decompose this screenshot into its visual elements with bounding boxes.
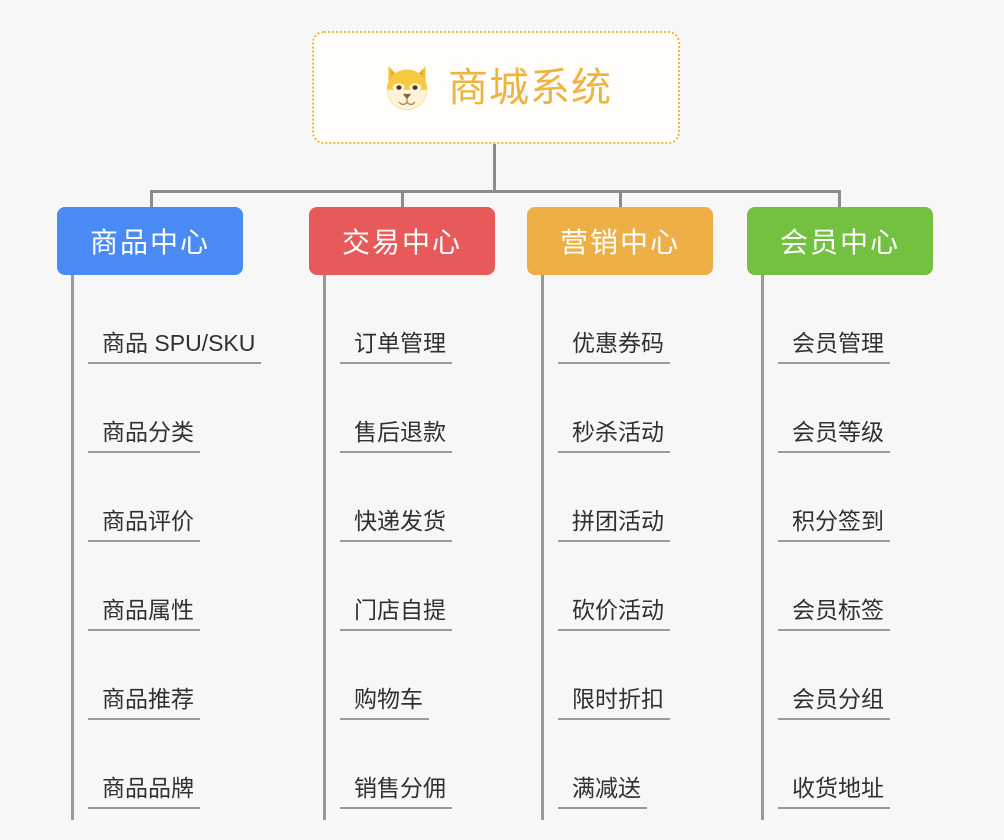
branch-header-trade-center[interactable]: 交易中心 [309, 207, 495, 275]
leaf-label: 售后退款 [340, 419, 452, 453]
leaf-item[interactable]: 会员标签 [764, 542, 890, 631]
leaf-item[interactable]: 商品评价 [74, 453, 200, 542]
leaf-label: 商品 SPU/SKU [88, 330, 262, 364]
leaf-item[interactable]: 商品分类 [74, 364, 200, 453]
branch-header-label: 交易中心 [341, 227, 462, 258]
branch-header-label: 商品中心 [89, 227, 210, 258]
leaf-item[interactable]: 订单管理 [326, 275, 452, 364]
leaf-item[interactable]: 商品 SPU/SKU [74, 275, 262, 364]
branch-header-product-center[interactable]: 商品中心 [57, 207, 243, 275]
leaf-label: 快递发货 [340, 508, 452, 542]
branch-trade-center: 交易中心 订单管理 售后退款 快递发货 门店自提 购物车 销售分佣 [309, 207, 495, 820]
branch-spine-member-center: 会员管理 会员等级 积分签到 会员标签 会员分组 收货地址 [761, 275, 933, 820]
leaf-label: 会员等级 [778, 419, 890, 453]
connector-horizontal-bus [150, 190, 840, 193]
leaf-label: 会员管理 [778, 330, 890, 364]
leaf-item[interactable]: 商品推荐 [74, 631, 200, 720]
leaf-item[interactable]: 会员等级 [764, 364, 890, 453]
leaf-label: 商品评价 [88, 508, 200, 542]
leaf-label: 销售分佣 [340, 775, 452, 809]
branch-spine-product-center: 商品 SPU/SKU 商品分类 商品评价 商品属性 商品推荐 商品品牌 [71, 275, 262, 820]
leaf-item[interactable]: 商品品牌 [74, 720, 200, 809]
connector-root-stem [493, 144, 496, 192]
leaf-label: 门店自提 [340, 597, 452, 631]
leaf-item[interactable]: 优惠券码 [544, 275, 670, 364]
leaf-item[interactable]: 快递发货 [326, 453, 452, 542]
leaf-item[interactable]: 满减送 [544, 720, 647, 809]
connector-drop-trade-center [401, 190, 404, 208]
leaf-item[interactable]: 购物车 [326, 631, 429, 720]
branch-product-center: 商品中心 商品 SPU/SKU 商品分类 商品评价 商品属性 商品推荐 商品品牌 [57, 207, 262, 820]
leaf-item[interactable]: 会员分组 [764, 631, 890, 720]
leaf-label: 会员标签 [778, 597, 890, 631]
leaf-label: 商品推荐 [88, 686, 200, 720]
leaf-label: 商品属性 [88, 597, 200, 631]
leaf-label: 商品分类 [88, 419, 200, 453]
shiba-dog-icon [386, 65, 428, 110]
branch-header-member-center[interactable]: 会员中心 [747, 207, 933, 275]
branch-member-center: 会员中心 会员管理 会员等级 积分签到 会员标签 会员分组 收货地址 [747, 207, 933, 820]
connector-drop-member-center [838, 190, 841, 208]
branch-header-label: 会员中心 [779, 227, 900, 258]
leaf-label: 积分签到 [778, 508, 890, 542]
branch-header-label: 营销中心 [559, 227, 680, 258]
leaf-label: 购物车 [340, 686, 429, 720]
leaf-label: 优惠券码 [558, 330, 670, 364]
leaf-item[interactable]: 门店自提 [326, 542, 452, 631]
leaf-item[interactable]: 会员管理 [764, 275, 890, 364]
leaf-item[interactable]: 商品属性 [74, 542, 200, 631]
root-title: 商城系统 [448, 65, 612, 110]
branch-spine-trade-center: 订单管理 售后退款 快递发货 门店自提 购物车 销售分佣 [323, 275, 495, 820]
leaf-item[interactable]: 售后退款 [326, 364, 452, 453]
leaf-item[interactable]: 销售分佣 [326, 720, 452, 809]
leaf-label: 限时折扣 [558, 686, 670, 720]
connector-drop-product-center [150, 190, 153, 208]
leaf-label: 收货地址 [778, 775, 890, 809]
branch-spine-marketing-center: 优惠券码 秒杀活动 拼团活动 砍价活动 限时折扣 满减送 [541, 275, 713, 820]
leaf-item[interactable]: 限时折扣 [544, 631, 670, 720]
leaf-item[interactable]: 收货地址 [764, 720, 890, 809]
branch-marketing-center: 营销中心 优惠券码 秒杀活动 拼团活动 砍价活动 限时折扣 满减送 [527, 207, 713, 820]
leaf-label: 订单管理 [340, 330, 452, 364]
leaf-item[interactable]: 拼团活动 [544, 453, 670, 542]
leaf-label: 拼团活动 [558, 508, 670, 542]
leaf-label: 商品品牌 [88, 775, 200, 809]
connector-drop-marketing-center [619, 190, 622, 208]
root-node[interactable]: 商城系统 [312, 31, 680, 144]
leaf-label: 会员分组 [778, 686, 890, 720]
leaf-label: 秒杀活动 [558, 419, 670, 453]
leaf-label: 砍价活动 [558, 597, 670, 631]
leaf-item[interactable]: 积分签到 [764, 453, 890, 542]
leaf-item[interactable]: 砍价活动 [544, 542, 670, 631]
leaf-label: 满减送 [558, 775, 647, 809]
branch-header-marketing-center[interactable]: 营销中心 [527, 207, 713, 275]
leaf-item[interactable]: 秒杀活动 [544, 364, 670, 453]
